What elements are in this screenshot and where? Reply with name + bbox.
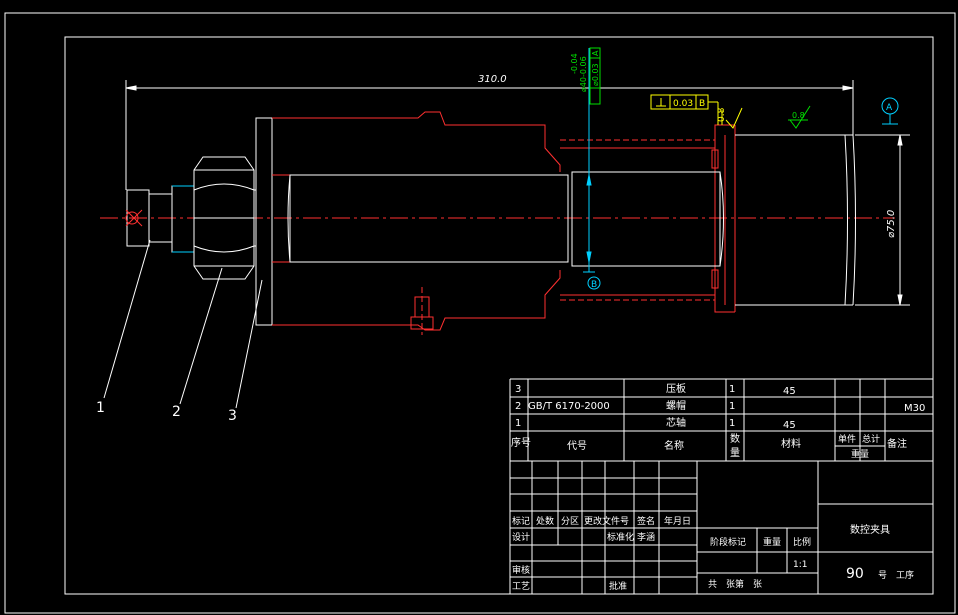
tb-check: 审核 bbox=[512, 564, 530, 576]
tb-drawing-no-suffix: 号 工序 bbox=[878, 569, 914, 581]
mandrel-shaft bbox=[287, 171, 724, 267]
tb-weight: 重量 bbox=[763, 536, 781, 548]
bore-tol-lower: ⌀40-0.06 bbox=[579, 56, 588, 92]
roughness-symbol-right bbox=[788, 105, 811, 129]
datum-b-label: B bbox=[591, 280, 597, 290]
bom-row-3-no: 3 bbox=[515, 384, 521, 395]
tb-sheets: 共 张第 张 bbox=[708, 578, 762, 590]
balloon-1: 1 bbox=[96, 400, 105, 416]
bom-header-name: 名称 bbox=[664, 439, 684, 452]
runout-datum: A bbox=[591, 50, 600, 56]
bom-header-total-weight: 总计 bbox=[862, 433, 880, 445]
tb-date: 年月日 bbox=[664, 515, 691, 527]
roughness-symbol-left bbox=[721, 107, 743, 129]
diameter-dimension bbox=[855, 134, 910, 306]
perpendicularity-frame bbox=[650, 94, 719, 125]
roughness-right-value: 0.8 bbox=[792, 111, 805, 120]
overall-length-label: 310.0 bbox=[478, 74, 507, 85]
tb-standardizer: 李涵 bbox=[637, 531, 655, 543]
runout-frame bbox=[589, 47, 601, 105]
title-block-grid bbox=[510, 461, 933, 594]
bom-row-2-qty: 1 bbox=[729, 401, 735, 412]
perp-datum: B bbox=[699, 99, 705, 109]
tb-process: 工艺 bbox=[512, 581, 530, 592]
part-hex-nut bbox=[193, 156, 255, 280]
tb-scale: 比例 bbox=[793, 536, 811, 548]
bom-row-2-remark: M30 bbox=[904, 403, 925, 414]
balloon-3: 3 bbox=[228, 408, 237, 424]
balloon-2: 2 bbox=[172, 404, 181, 420]
workpiece bbox=[735, 134, 856, 306]
fixture-hidden-lines bbox=[560, 139, 715, 301]
outer-frame bbox=[4, 12, 956, 614]
bom-row-3-material: 45 bbox=[783, 386, 796, 397]
bom-row-1-qty: 1 bbox=[729, 418, 735, 429]
clamp-screw bbox=[410, 287, 434, 335]
tb-scale-value: 1:1 bbox=[793, 560, 807, 570]
tb-stage-mark: 阶段标记 bbox=[710, 536, 746, 548]
tb-zone: 分区 bbox=[561, 516, 579, 527]
bom-row-2-name: 螺帽 bbox=[666, 399, 686, 412]
tb-approve: 批准 bbox=[609, 580, 627, 592]
datum-a-symbol bbox=[881, 97, 899, 125]
bom-header-unit-weight: 单件 bbox=[838, 433, 856, 445]
bom-row-1-material: 45 bbox=[783, 420, 796, 431]
tb-standardize: 标准化 bbox=[607, 531, 634, 543]
bom-header-qty-bottom: 量 bbox=[730, 447, 740, 459]
bom-row-2-no: 2 bbox=[515, 401, 521, 412]
datum-a-label: A bbox=[886, 103, 893, 113]
fixture-body-outline bbox=[272, 111, 736, 331]
diameter-label: ⌀75.0 bbox=[886, 210, 897, 238]
tb-product-name: 数控夹具 bbox=[850, 523, 890, 536]
inner-frame bbox=[64, 36, 934, 595]
bom-row-2-code: GB/T 6170-2000 bbox=[528, 401, 610, 412]
tb-design: 设计 bbox=[512, 531, 530, 543]
bom-header-code: 代号 bbox=[567, 440, 587, 452]
bom-row-3-qty: 1 bbox=[729, 384, 735, 395]
bom-grid bbox=[509, 378, 933, 594]
tb-count: 处数 bbox=[536, 515, 554, 527]
bom-header-remark: 备注 bbox=[887, 437, 907, 450]
bom-row-3-name: 压板 bbox=[666, 382, 686, 395]
tb-mark: 标记 bbox=[512, 515, 530, 527]
mandrel-end-hole bbox=[125, 209, 143, 227]
tb-drawing-no: 90 bbox=[846, 566, 864, 582]
tb-change-doc: 更改文件号 bbox=[584, 515, 629, 527]
balloon-leaders bbox=[103, 239, 263, 409]
roughness-left-value: 0.8 bbox=[717, 107, 727, 122]
bom-row-1-no: 1 bbox=[515, 418, 521, 429]
bom-header-material: 材料 bbox=[781, 437, 801, 450]
tb-signature: 签名 bbox=[637, 515, 655, 527]
bom-header-qty-top: 数 bbox=[730, 432, 740, 445]
bom-row-1-name: 芯轴 bbox=[666, 416, 686, 429]
bore-tol-upper: -0.04 bbox=[570, 53, 579, 74]
part-mandrel-end bbox=[126, 185, 195, 253]
runout-value: ⌀0.03 bbox=[591, 63, 600, 86]
bom-header-no: 序号 bbox=[511, 436, 531, 449]
bore-dimension bbox=[583, 48, 601, 290]
perp-value: 0.03 bbox=[673, 99, 693, 109]
overall-length-dimension bbox=[125, 80, 854, 190]
bom-header-weight: 重量 bbox=[851, 448, 869, 460]
part-pressure-plate bbox=[254, 117, 273, 326]
